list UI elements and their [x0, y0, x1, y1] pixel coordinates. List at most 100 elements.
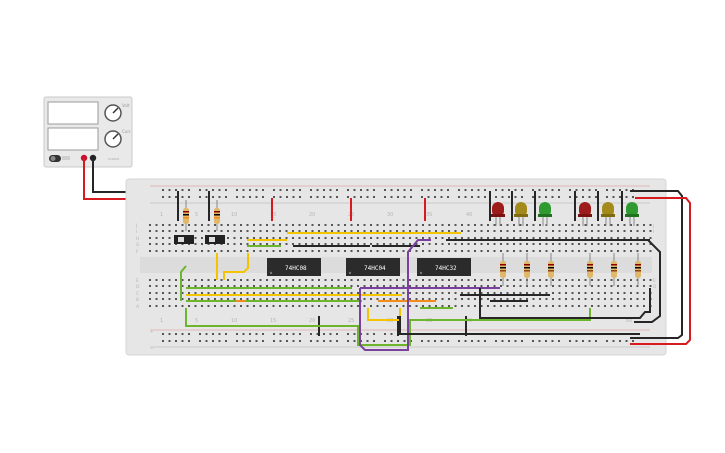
breadboard-hole[interactable] [402, 279, 405, 281]
breadboard-hole[interactable] [201, 298, 203, 300]
breadboard-hole[interactable] [421, 196, 423, 198]
breadboard-hole[interactable] [305, 243, 307, 245]
breadboard-hole[interactable] [584, 285, 587, 287]
breadboard-hole[interactable] [168, 196, 171, 198]
breadboard-hole[interactable] [448, 292, 450, 294]
breadboard-hole[interactable] [571, 250, 574, 252]
slide-switch-a[interactable] [174, 235, 194, 244]
breadboard-hole[interactable] [285, 230, 288, 232]
breadboard-hole[interactable] [604, 243, 606, 245]
breadboard-hole[interactable] [480, 243, 483, 245]
breadboard-hole[interactable] [316, 333, 319, 335]
breadboard-hole[interactable] [370, 285, 372, 287]
breadboard-hole[interactable] [610, 224, 613, 226]
breadboard-hole[interactable] [285, 243, 288, 245]
breadboard-hole[interactable] [162, 237, 164, 239]
breadboard-hole[interactable] [331, 279, 333, 281]
breadboard-hole[interactable] [310, 333, 312, 335]
breadboard-hole[interactable] [323, 340, 325, 342]
breadboard-hole[interactable] [584, 298, 587, 300]
breadboard-hole[interactable] [636, 305, 639, 307]
breadboard-hole[interactable] [597, 305, 600, 307]
breadboard-hole[interactable] [266, 292, 268, 294]
breadboard-hole[interactable] [402, 243, 405, 245]
breadboard-hole[interactable] [155, 237, 158, 239]
breadboard-hole[interactable] [508, 189, 510, 191]
breadboard-hole[interactable] [434, 340, 436, 342]
breadboard-hole[interactable] [162, 196, 164, 198]
breadboard-hole[interactable] [565, 250, 567, 252]
breadboard-hole[interactable] [447, 340, 449, 342]
breadboard-hole[interactable] [578, 292, 580, 294]
breadboard-hole[interactable] [484, 189, 486, 191]
breadboard-hole[interactable] [272, 243, 275, 245]
breadboard-hole[interactable] [461, 224, 463, 226]
breadboard-hole[interactable] [292, 292, 294, 294]
breadboard-hole[interactable] [227, 243, 229, 245]
breadboard-hole[interactable] [207, 230, 210, 232]
breadboard-hole[interactable] [409, 243, 411, 245]
breadboard-hole[interactable] [168, 333, 171, 335]
breadboard-hole[interactable] [336, 189, 338, 191]
breadboard-hole[interactable] [373, 189, 375, 191]
breadboard-hole[interactable] [286, 196, 288, 198]
breadboard-hole[interactable] [207, 305, 210, 307]
breadboard-hole[interactable] [467, 250, 470, 252]
breadboard-hole[interactable] [162, 298, 164, 300]
breadboard-hole[interactable] [396, 279, 398, 281]
breadboard-hole[interactable] [495, 196, 497, 198]
breadboard-hole[interactable] [286, 340, 288, 342]
breadboard-hole[interactable] [329, 196, 332, 198]
breadboard-hole[interactable] [370, 292, 372, 294]
jumper-wire-green[interactable] [185, 308, 591, 346]
breadboard-hole[interactable] [610, 250, 613, 252]
breadboard-hole[interactable] [441, 243, 444, 245]
led-green-1[interactable] [538, 202, 552, 226]
breadboard-hole[interactable] [331, 250, 333, 252]
breadboard-hole[interactable] [396, 243, 398, 245]
breadboard-hole[interactable] [155, 250, 158, 252]
breadboard-hole[interactable] [428, 285, 431, 287]
breadboard-hole[interactable] [259, 230, 262, 232]
breadboard-hole[interactable] [551, 189, 554, 191]
breadboard-hole[interactable] [285, 298, 288, 300]
breadboard-hole[interactable] [353, 196, 356, 198]
breadboard-hole[interactable] [508, 196, 510, 198]
breadboard-hole[interactable] [604, 279, 606, 281]
breadboard-hole[interactable] [149, 237, 151, 239]
breadboard-hole[interactable] [597, 279, 600, 281]
breadboard-hole[interactable] [454, 305, 457, 307]
breadboard-hole[interactable] [255, 333, 258, 335]
breadboard-hole[interactable] [565, 230, 567, 232]
breadboard-hole[interactable] [292, 305, 294, 307]
breadboard-hole[interactable] [344, 230, 346, 232]
breadboard-hole[interactable] [461, 292, 463, 294]
breadboard-hole[interactable] [434, 196, 436, 198]
breadboard-hole[interactable] [337, 292, 340, 294]
breadboard-hole[interactable] [175, 196, 177, 198]
switch-slider[interactable] [209, 237, 215, 242]
breadboard-hole[interactable] [471, 340, 473, 342]
breadboard-hole[interactable] [214, 250, 216, 252]
breadboard-hole[interactable] [552, 230, 554, 232]
breadboard-hole[interactable] [501, 340, 504, 342]
breadboard-hole[interactable] [623, 243, 626, 245]
breadboard-hole[interactable] [636, 237, 639, 239]
breadboard-hole[interactable] [461, 230, 463, 232]
breadboard-hole[interactable] [612, 196, 615, 198]
breadboard-hole[interactable] [233, 230, 236, 232]
breadboard-hole[interactable] [617, 230, 619, 232]
breadboard-hole[interactable] [415, 250, 418, 252]
breadboard-hole[interactable] [253, 305, 255, 307]
breadboard-hole[interactable] [454, 230, 457, 232]
breadboard-hole[interactable] [318, 230, 320, 232]
breadboard-hole[interactable] [329, 189, 332, 191]
breadboard-hole[interactable] [292, 189, 295, 191]
breadboard-hole[interactable] [205, 333, 208, 335]
breadboard-hole[interactable] [571, 298, 574, 300]
breadboard-hole[interactable] [155, 298, 158, 300]
breadboard-hole[interactable] [545, 230, 548, 232]
breadboard-hole[interactable] [552, 285, 554, 287]
breadboard-hole[interactable] [625, 340, 628, 342]
breadboard-hole[interactable] [149, 285, 151, 287]
